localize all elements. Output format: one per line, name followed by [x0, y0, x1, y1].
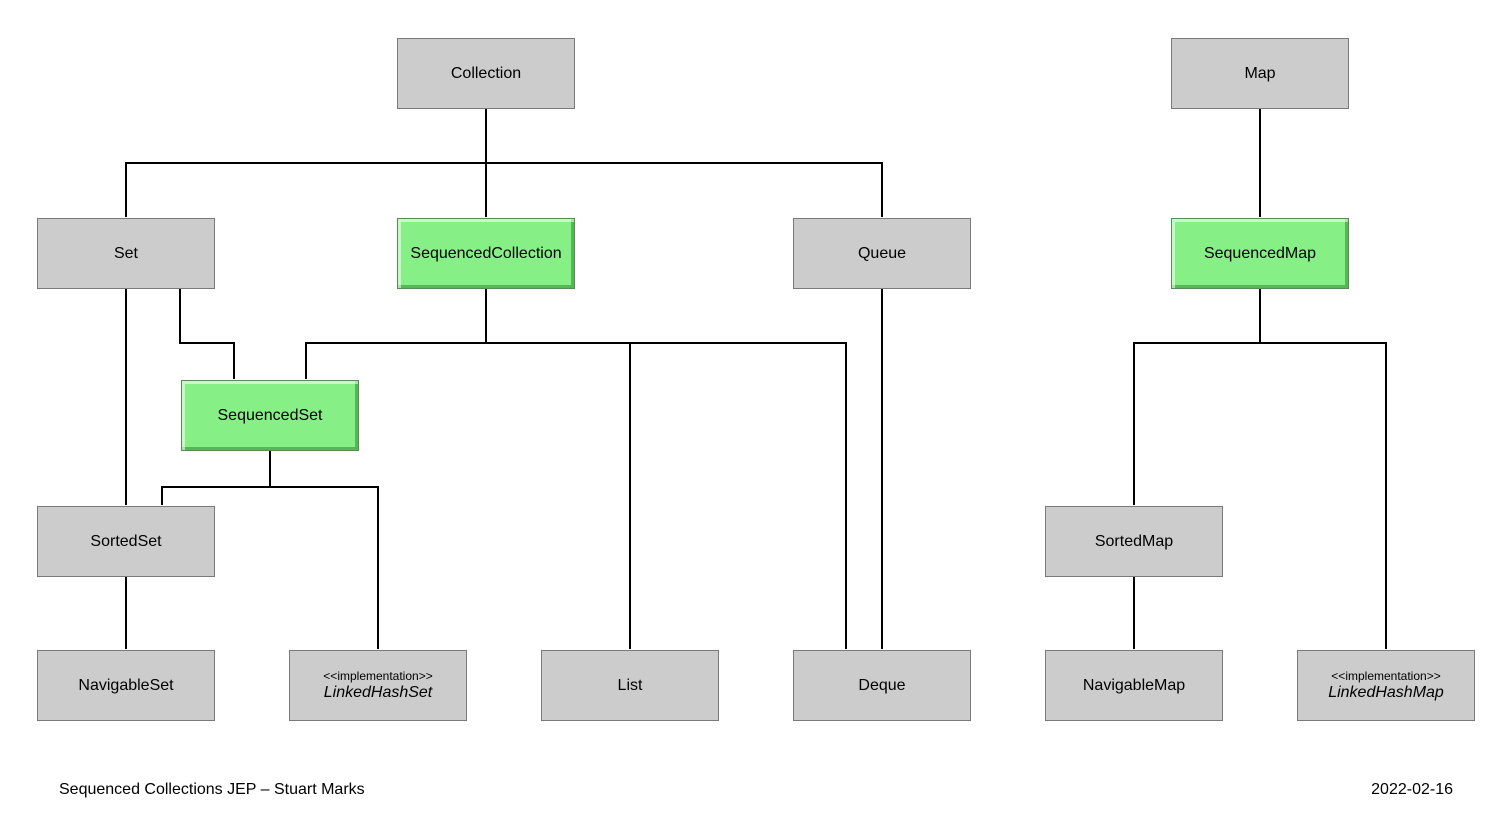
node-set: Set	[37, 218, 215, 289]
edge-sorted-set-to-navigable-set	[125, 577, 127, 649]
edge-set-to-sequenced-set-c	[233, 342, 235, 379]
node-label: SortedMap	[1094, 533, 1174, 550]
edge-sequenced-set-to-sorted-set	[161, 486, 163, 505]
node-label: SortedSet	[90, 533, 162, 550]
node-sequenced-collection: SequencedCollection	[397, 218, 575, 289]
node-label: Map	[1244, 65, 1276, 82]
edge-sequenced-map-bar	[1133, 342, 1387, 344]
edge-queue-to-deque	[881, 289, 883, 649]
node-label: Collection	[450, 65, 522, 82]
footer-date: 2022-02-16	[1371, 781, 1453, 798]
node-map: Map	[1171, 38, 1349, 109]
node-stereotype: <<implementation>>	[1331, 669, 1441, 683]
edge-map-to-sequenced-map	[1259, 109, 1261, 217]
edge-sequenced-collection-to-deque	[845, 342, 847, 649]
node-sorted-set: SortedSet	[37, 506, 215, 577]
node-label: SequencedCollection	[410, 245, 562, 262]
edge-set-to-sequenced-set-b	[179, 342, 235, 344]
node-label: Set	[113, 245, 138, 262]
node-label: SequencedSet	[217, 407, 323, 424]
edge-sequenced-set-stem	[269, 451, 271, 487]
edge-sequenced-map-stem	[1259, 289, 1261, 343]
node-sorted-map: SortedMap	[1045, 506, 1223, 577]
node-navigable-set: NavigableSet	[37, 650, 215, 721]
node-sequenced-set: SequencedSet	[181, 380, 359, 451]
node-label: LinkedHashSet	[323, 684, 433, 701]
node-label: Deque	[858, 677, 906, 694]
edge-sequenced-map-to-linked-hash-map	[1385, 342, 1387, 649]
node-label: SequencedMap	[1203, 245, 1317, 262]
edge-sequenced-set-to-linked-hash-set	[377, 486, 379, 649]
edge-sequenced-map-to-sorted-map	[1133, 342, 1135, 505]
node-list: List	[541, 650, 719, 721]
edge-sorted-map-to-navigable-map	[1133, 577, 1135, 649]
node-collection: Collection	[397, 38, 575, 109]
node-deque: Deque	[793, 650, 971, 721]
node-label: Queue	[857, 245, 907, 262]
node-linked-hash-map: <<implementation>> LinkedHashMap	[1297, 650, 1475, 721]
edge-collection-bar	[125, 162, 883, 164]
edge-collection-to-sequenced-collection	[485, 162, 487, 217]
node-queue: Queue	[793, 218, 971, 289]
footer-credit: Sequenced Collections JEP – Stuart Marks	[59, 781, 365, 798]
node-label: List	[617, 677, 643, 694]
edge-collection-stem	[485, 109, 487, 163]
node-navigable-map: NavigableMap	[1045, 650, 1223, 721]
node-sequenced-map: SequencedMap	[1171, 218, 1349, 289]
edge-sequenced-collection-to-sequenced-set	[305, 342, 307, 379]
node-label: LinkedHashMap	[1328, 684, 1444, 701]
node-linked-hash-set: <<implementation>> LinkedHashSet	[289, 650, 467, 721]
edge-set-to-sequenced-set-a	[179, 289, 181, 343]
node-stereotype: <<implementation>>	[323, 669, 433, 683]
edge-set-to-sorted-set	[125, 289, 127, 505]
edge-collection-to-set	[125, 162, 127, 217]
edge-sequenced-collection-bar	[305, 342, 847, 344]
edge-sequenced-set-bar	[161, 486, 379, 488]
node-label: NavigableMap	[1082, 677, 1186, 694]
edge-collection-to-queue	[881, 162, 883, 217]
edge-sequenced-collection-stem	[485, 289, 487, 343]
edge-sequenced-collection-to-list	[629, 342, 631, 649]
node-label: NavigableSet	[78, 677, 174, 694]
